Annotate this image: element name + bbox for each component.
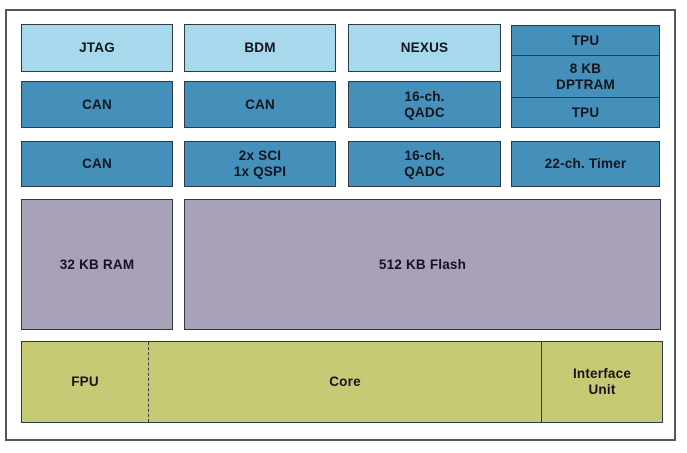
block-fpu: FPU [22,342,149,422]
block-bdm: BDM [184,24,336,72]
block-flash: 512 KB Flash [184,199,661,330]
block-tpu-bottom: TPU [571,104,600,120]
block-can-row2-col1: CAN [21,81,173,128]
block-tpu-top: TPU [571,32,600,48]
block-can-row2-col2: CAN [184,81,336,128]
block-qadc-row2: 16-ch. QADC [348,81,501,128]
block-ram: 32 KB RAM [21,199,173,330]
block-cpu-row: FPU Core Interface Unit [21,341,663,423]
block-jtag: JTAG [21,24,173,72]
block-core: Core [329,374,361,389]
block-tpu-dptram-stack: TPU 8 KB DPTRAM TPU [511,25,660,128]
block-can-row3-col1: CAN [21,141,173,187]
block-dptram: 8 KB DPTRAM [512,55,659,98]
block-timer: 22-ch. Timer [511,141,660,187]
block-sci-qspi: 2x SCI 1x QSPI [184,141,336,187]
block-nexus: NEXUS [348,24,501,72]
block-interface-unit: Interface Unit [541,342,662,422]
block-qadc-row3: 16-ch. QADC [348,141,501,187]
